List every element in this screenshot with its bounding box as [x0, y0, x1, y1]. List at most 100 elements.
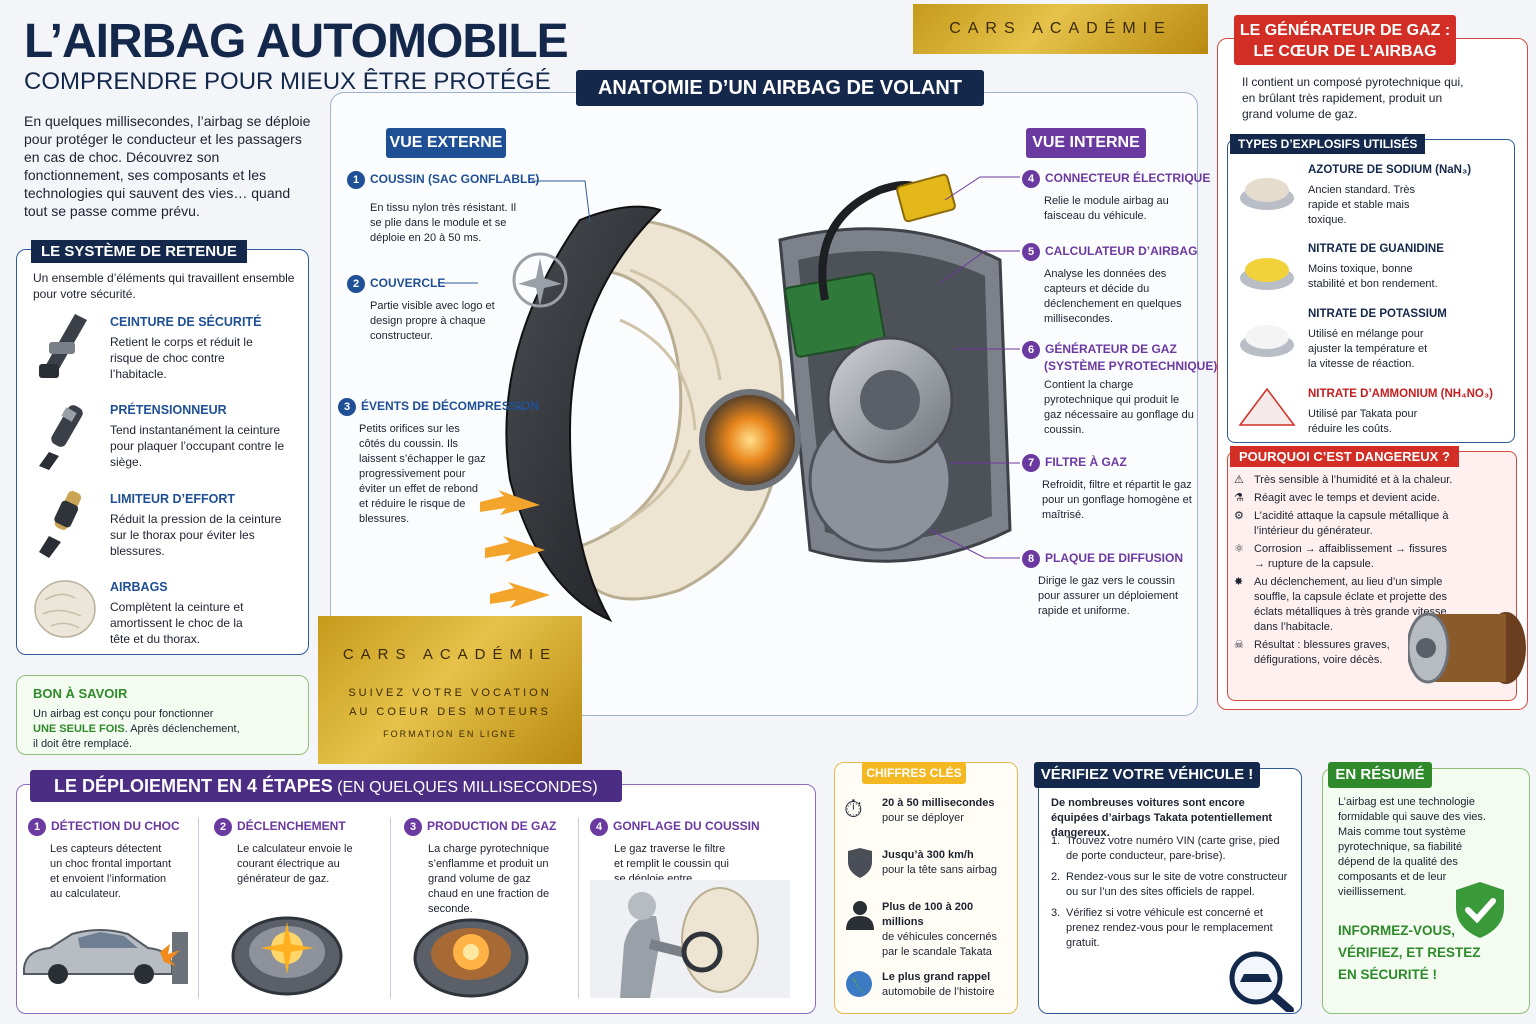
- part-text: Dirige le gaz vers le coussin pour assur…: [1038, 575, 1179, 617]
- retention-item-text: Complètent la ceinture et amortissent le…: [110, 600, 244, 646]
- brand-box: CARS ACADÉMIE SUIVEZ VOTRE VOCATION AU C…: [318, 616, 582, 764]
- danger-text: L’acidité attaque la capsule métallique …: [1254, 510, 1449, 537]
- danger-item: ⚠Très sensible à l’humidité et à la chal…: [1234, 473, 1464, 488]
- airbag-module-illustration: [480, 173, 1012, 623]
- deployment-title-bar: LE DÉPLOIEMENT EN 4 ÉTAPES (EN QUELQUES …: [30, 770, 622, 802]
- explosion-icon: ✸: [1234, 576, 1244, 588]
- part-number: 7: [1022, 454, 1040, 472]
- retention-item-title: PRÉTENSIONNEUR: [110, 403, 227, 417]
- explosive-types-title: TYPES D’EXPLOSIFS UTILISÉS: [1230, 134, 1426, 154]
- part-number: 2: [347, 275, 365, 293]
- step-divider: [198, 818, 199, 998]
- shield-check-icon: [1456, 882, 1504, 938]
- verify-step: 2.Rendez-vous sur le site de votre const…: [1051, 870, 1291, 900]
- summary-text: L’airbag est une technologie formidable …: [1338, 796, 1486, 898]
- guanidine-nitrate-icon: [1240, 258, 1294, 290]
- anatomy-title: ANATOMIE D’UN AIRBAG DE VOLANT: [576, 70, 984, 106]
- explosive-type-title: NITRATE DE GUANIDINE: [1308, 243, 1444, 255]
- part-text: Refroidit, filtre et répartit le gaz pou…: [1042, 479, 1192, 521]
- verify-step-text: Trouvez votre numéro VIN (carte grise, p…: [1066, 835, 1280, 862]
- key-figure-value: Le plus grand rappel: [882, 971, 991, 983]
- generator-title: LE GÉNÉRATEUR DE GAZ : LE CŒUR DE L’AIRB…: [1234, 15, 1456, 65]
- sodium-azide-icon: [1240, 178, 1294, 210]
- load-limiter-icon: [39, 490, 82, 558]
- part-text: Relie le module airbag au faisceau du vé…: [1044, 195, 1169, 222]
- key-figure-value: Plus de 100 à 200 millions: [882, 901, 974, 928]
- key-figure-value: 20 à 50 millisecondes: [882, 797, 995, 809]
- key-figures-panel: [834, 762, 1018, 1014]
- explosive-type-row: AZOTURE DE SODIUM (NaN₃) Ancien standard…: [1236, 160, 1512, 230]
- step-title: GONFLAGE DU COUSSIN: [613, 819, 760, 833]
- part-text: Contient la charge pyrotechnique qui pro…: [1044, 379, 1194, 436]
- danger-item: ⚛Corrosion → affaiblissement → fissures …: [1234, 542, 1464, 572]
- key-figure-value: Jusqu’à 300 km/h: [882, 849, 974, 861]
- deployment-step: 1 DÉTECTION DU CHOC Les capteurs détecten…: [28, 818, 200, 902]
- brand-box-line3: FORMATION EN LIGNE: [383, 729, 517, 739]
- part-text: Partie visible avec logo et design propr…: [370, 300, 495, 342]
- retention-panel: LE SYSTÈME DE RETENUE Un ensemble d’élém…: [16, 240, 309, 655]
- corroded-inflator-icon: [1408, 612, 1526, 684]
- corrosion-icon: ⚛: [1234, 543, 1244, 555]
- car-magnifier-icon: [1229, 951, 1294, 1012]
- verify-step-text: Vérifiez si votre véhicule est concerné …: [1066, 907, 1273, 949]
- skull-icon: ☠: [1234, 639, 1244, 651]
- verify-steps: 1.Trouvez votre numéro VIN (carte grise,…: [1051, 834, 1291, 951]
- part-title: COUSSIN (SAC GONFLABLE): [370, 172, 540, 186]
- verify-step: 3.Vérifiez si votre véhicule est concern…: [1051, 906, 1291, 951]
- page-subtitle: COMPRENDRE POUR MIEUX ÊTRE PROTÉGÉ: [24, 68, 551, 95]
- internal-view-label: VUE INTERNE: [1026, 128, 1146, 158]
- explosive-type-row: NITRATE DE POTASSIUM Utilisé en mélange …: [1236, 305, 1512, 375]
- key-figure-text: pour la tête sans airbag: [882, 864, 997, 876]
- tip-line3: il doit être remplacé.: [33, 738, 133, 750]
- step-divider: [390, 818, 391, 998]
- explosive-type-title: NITRATE D’AMMONIUM (NH₄NO₃): [1308, 388, 1493, 400]
- key-figure: Le plus grand rappel automobile de l’hist…: [844, 970, 1014, 1022]
- gas-production-illustration: [413, 918, 529, 998]
- key-figure: Plus de 100 à 200 millions de véhicules c…: [844, 900, 1014, 970]
- deployment-title: LE DÉPLOIEMENT EN 4 ÉTAPES: [54, 776, 333, 796]
- part-number: 4: [1022, 170, 1040, 188]
- explosive-type-text: Ancien standard. Très rapide et stable m…: [1308, 184, 1416, 226]
- step-text: Les capteurs détectent un choc frontal i…: [50, 843, 172, 900]
- verify-step: 1.Trouvez votre numéro VIN (carte grise,…: [1051, 834, 1291, 864]
- step-number: 1: [28, 818, 46, 836]
- step-title: DÉCLENCHEMENT: [237, 819, 346, 833]
- summary-cta-line3: EN SÉCURITÉ !: [1338, 967, 1438, 982]
- explosive-type-text: Utilisé par Takata pour réduire les coût…: [1308, 408, 1418, 435]
- part-text: En tissu nylon très résistant. Il se pli…: [370, 202, 517, 244]
- explosive-type-title: AZOTURE DE SODIUM (NaN₃): [1308, 164, 1472, 176]
- warning-icon: ⚠: [1234, 474, 1244, 486]
- part-title: FILTRE À GAZ: [1045, 455, 1127, 469]
- part-title: PLAQUE DE DIFFUSION: [1045, 551, 1184, 565]
- brand-box-title: CARS ACADÉMIE: [342, 646, 558, 663]
- brand-box-line1: SUIVEZ VOTRE VOCATION: [348, 687, 552, 699]
- part-7: 7 FILTRE À GAZ Refroidit, filtre et répar…: [1022, 454, 1194, 523]
- key-figure-text: de véhicules concernés par le scandale T…: [882, 931, 997, 958]
- part-number: 5: [1022, 243, 1040, 261]
- key-figure-text: automobile de l’histoire: [882, 986, 995, 998]
- danger-title: POURQUOI C’EST DANGEREUX ?: [1230, 446, 1459, 467]
- retention-item-text: Réduit la pression de la ceinture sur le…: [110, 512, 282, 558]
- potassium-nitrate-icon: [1240, 325, 1294, 357]
- page-title: L’AIRBAG AUTOMOBILE: [24, 15, 569, 68]
- part-text: Petits orifices sur les côtés du coussin…: [359, 423, 486, 525]
- step-title: PRODUCTION DE GAZ: [427, 819, 557, 833]
- step-text: La charge pyrotechnique s’enflamme et pr…: [428, 843, 550, 915]
- key-figures-title: CHIFFRES CLÉS: [862, 762, 966, 784]
- ammonium-nitrate-icon: [1238, 387, 1296, 426]
- verify-step-text: Rendez-vous sur le site de votre constru…: [1066, 871, 1288, 898]
- step-title: DÉTECTION DU CHOC: [51, 819, 180, 833]
- part-number: 1: [347, 171, 365, 189]
- part-title: CALCULATEUR D’AIRBAG: [1045, 244, 1198, 258]
- deployment-title-suffix: (EN QUELQUES MILLISECONDES): [337, 779, 598, 796]
- stopwatch-icon: ⏱: [844, 796, 863, 823]
- key-figure-text: pour se déployer: [882, 812, 964, 824]
